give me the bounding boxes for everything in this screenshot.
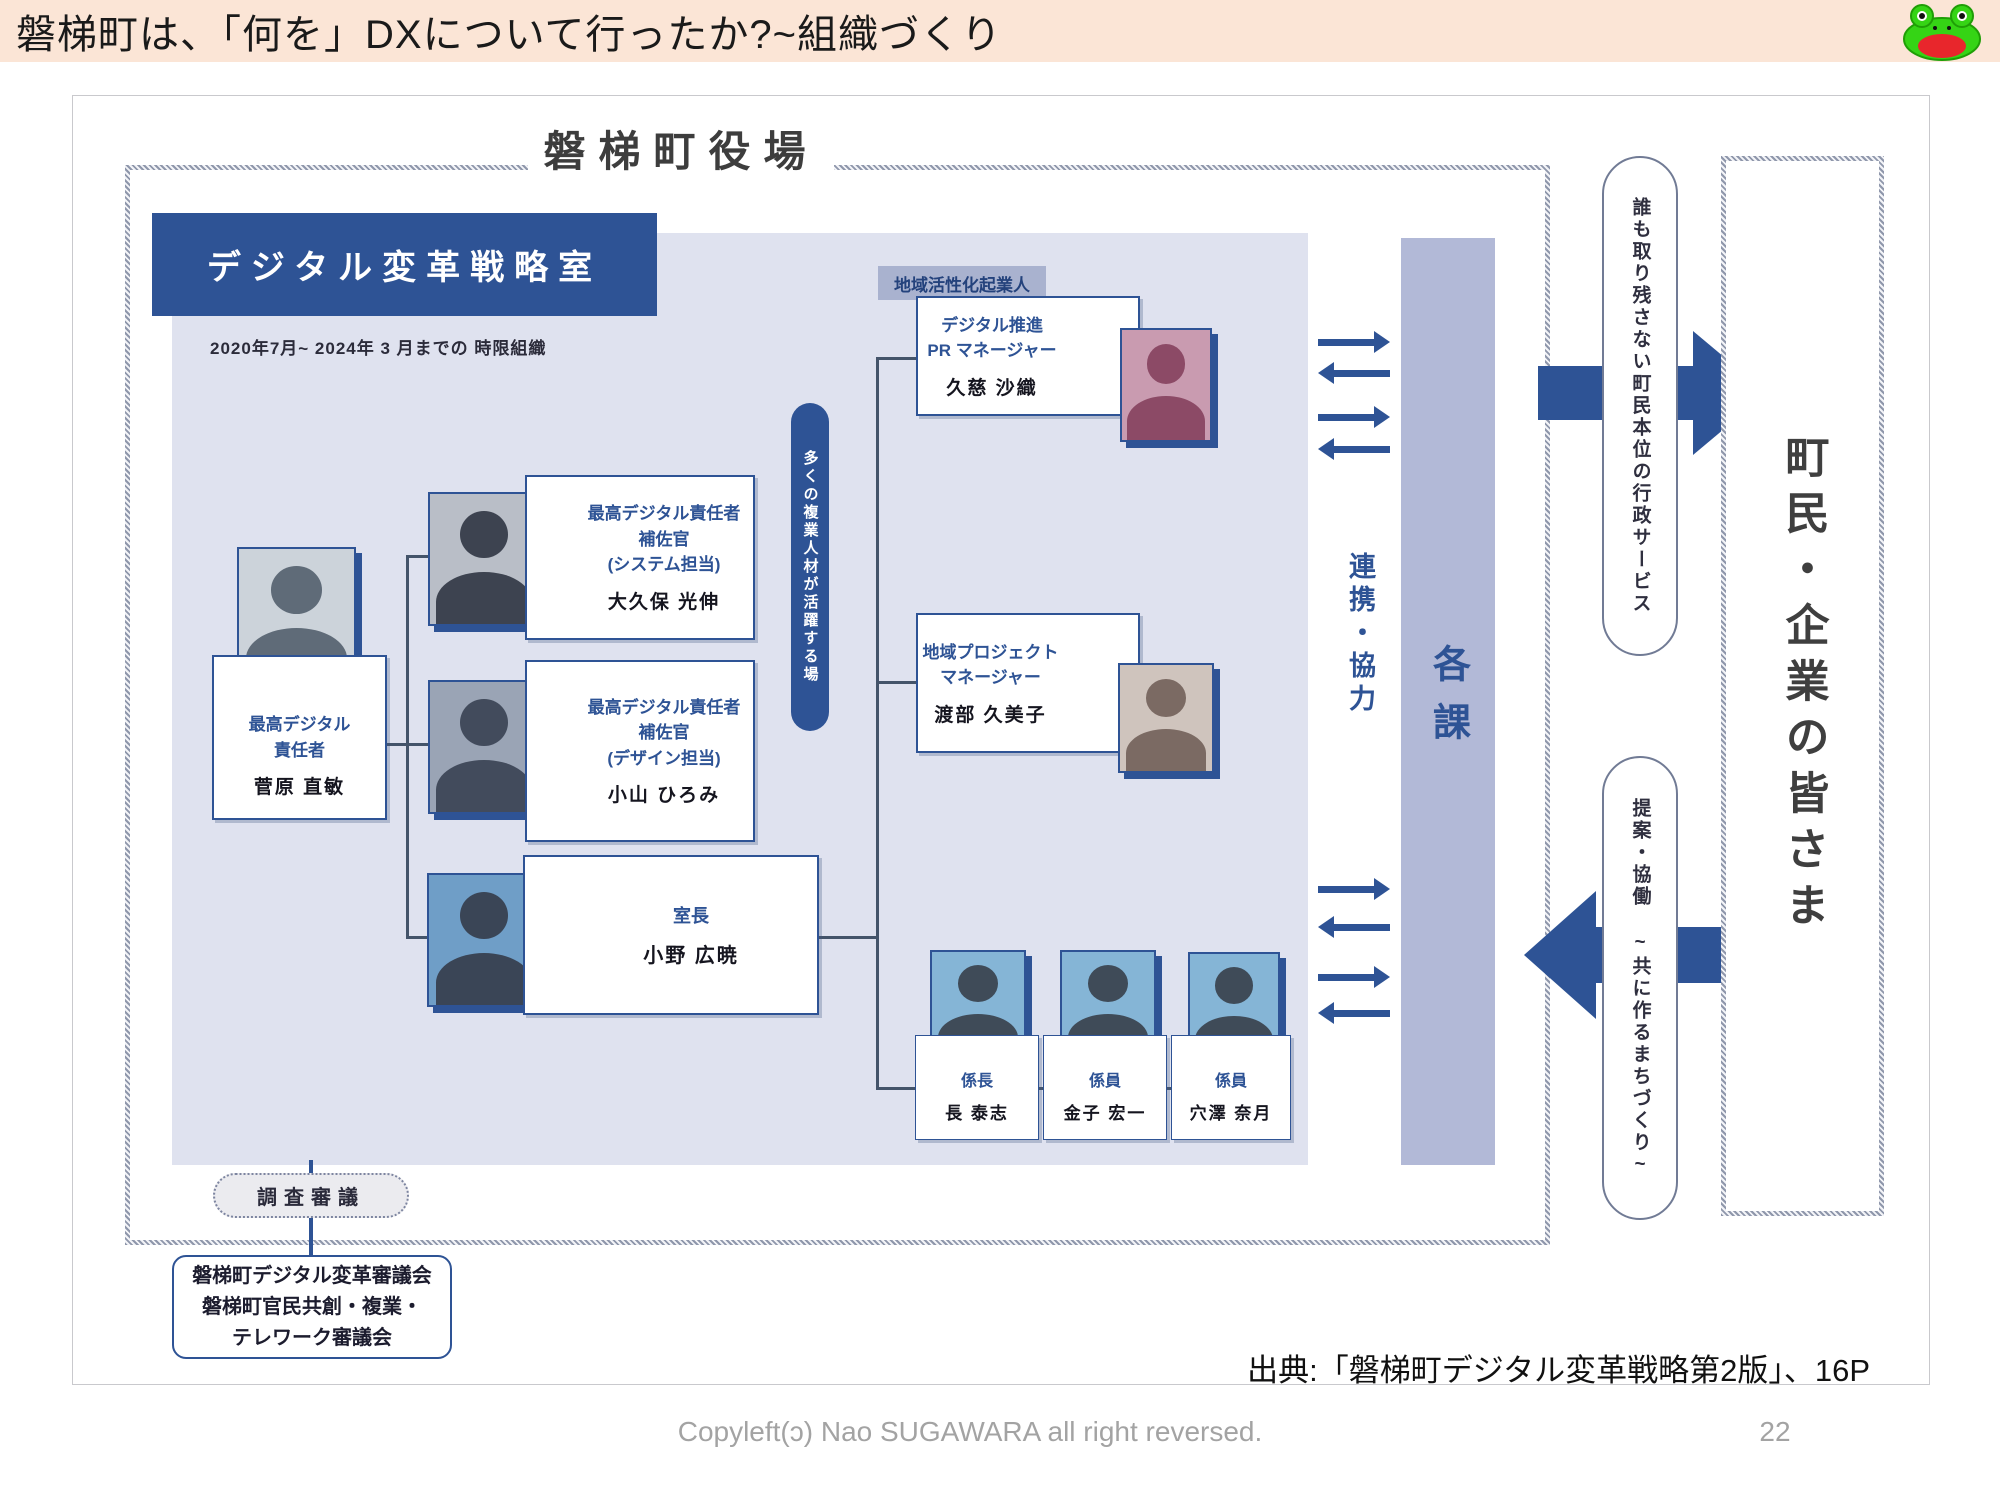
departments-label: 各課 [1426, 643, 1469, 760]
staff-box: 係員 金子 宏一 [1043, 1035, 1167, 1140]
slide-title: 磐梯町は、「何を」DXについて行ったか?~組織づくり [16, 13, 1002, 57]
pr-manager-box: デジタル推進 PR マネージャー 久慈 沙織 [916, 296, 1140, 416]
town-hall-title: 磐梯町役場 [528, 116, 834, 180]
footer-copyright: Copyleft(ɔ) Nao SUGAWARA all right rever… [677, 1416, 1263, 1447]
director-box: 室長 小野 広暁 [523, 855, 819, 1015]
pr-manager-name: 久慈 沙織 [946, 377, 1038, 399]
staff-name: 長 泰志 [945, 1103, 1009, 1123]
citizens-label: 町民・企業の皆さま [1778, 434, 1828, 938]
connector-line [879, 681, 918, 684]
proposal-pill: 提案・協働 ~共に作るまちづくり~ [1602, 756, 1678, 1220]
director-role: 室長 [673, 905, 709, 926]
connector-line [876, 357, 918, 360]
project-manager-name: 渡部 久美子 [934, 704, 1047, 726]
council-line [309, 1160, 313, 1174]
citizens-box: 町民・企業の皆さま [1721, 156, 1884, 1216]
staff-name: 金子 宏一 [1063, 1103, 1147, 1123]
slide-header: 磐梯町は、「何を」DXについて行ったか?~組織づくり [0, 0, 2000, 62]
council-box: 磐梯町デジタル変革審議会 磐梯町官民共創・複業・ テレワーク審議会 [172, 1255, 452, 1359]
pr-manager-role: デジタル推進 PR マネージャー [927, 315, 1057, 361]
strategy-room-title-box: デジタル変革戦略室 [152, 213, 657, 316]
flow-arrow-right [1318, 878, 1392, 900]
aide-system-role: 最高デジタル責任者 補佐官 (システム担当) [587, 504, 741, 575]
flow-arrow-right [1318, 966, 1392, 988]
aide-design-role: 最高デジタル責任者 補佐官 (デザイン担当) [587, 697, 741, 768]
photo-okubo [428, 492, 540, 626]
photo-kuji [1120, 328, 1212, 442]
connector-line [406, 556, 409, 939]
council-line [309, 1217, 313, 1257]
flow-arrow-left [1318, 1002, 1392, 1024]
connector-line [406, 555, 432, 558]
flow-arrow-right [1318, 406, 1392, 428]
connector-line [879, 1087, 917, 1090]
talent-pill: 多くの複業人材が活躍する場 [791, 403, 829, 731]
source-note: 出典:「磐梯町デジタル変革戦略第2版」、16P [1247, 1353, 1870, 1388]
departments-column: 各課 [1401, 238, 1495, 1165]
connector-line [876, 357, 879, 1090]
flow-arrow-left [1318, 362, 1392, 384]
staff-box: 係員 穴澤 奈月 [1171, 1035, 1291, 1140]
project-manager-role: 地域プロジェクト マネージャー [922, 642, 1059, 688]
cdo-role: 最高デジタル 責任者 [248, 715, 351, 760]
council-pill: 調査審議 [213, 1173, 409, 1218]
flow-arrow-right [1318, 331, 1392, 353]
staff-role: 係員 [1088, 1072, 1121, 1090]
strategy-room-period: 2020年7月~ 2024年 3 月までの 時限組織 [210, 339, 547, 358]
project-manager-box: 地域プロジェクト マネージャー 渡部 久美子 [916, 613, 1140, 753]
big-arrow-left-head [1524, 891, 1596, 1019]
aide-system-box: 最高デジタル責任者 補佐官 (システム担当) 大久保 光伸 [525, 475, 755, 640]
aide-design-box: 最高デジタル責任者 補佐官 (デザイン担当) 小山 ひろみ [525, 660, 755, 842]
page-number: 22 [1759, 1416, 1791, 1447]
frog-icon [1903, 4, 1981, 61]
connector-line [406, 936, 431, 939]
connector-line [387, 743, 432, 746]
flow-arrow-left [1318, 438, 1392, 460]
cooperation-label: 連携・協力 [1345, 552, 1375, 717]
connector-line [1038, 1087, 1046, 1090]
connector-line [1165, 1087, 1173, 1090]
connector-line [818, 936, 876, 939]
entrepreneur-tag: 地域活性化起業人 [878, 266, 1046, 300]
staff-role: 係員 [1214, 1072, 1247, 1090]
staff-box: 係長 長 泰志 [915, 1035, 1039, 1140]
photo-koyama [428, 680, 540, 814]
staff-name: 穴澤 奈月 [1189, 1103, 1273, 1123]
service-pill: 誰も取り残さない町民本位の行政サービス [1602, 156, 1678, 656]
staff-role: 係長 [960, 1072, 993, 1090]
cdo-name: 菅原 直敏 [253, 777, 346, 798]
aide-system-name: 大久保 光伸 [607, 591, 721, 613]
photo-ono [427, 873, 541, 1007]
director-name: 小野 広暁 [643, 944, 739, 967]
aide-design-name: 小山 ひろみ [607, 785, 721, 807]
flow-arrow-left [1318, 916, 1392, 938]
photo-watabe [1118, 663, 1214, 773]
cdo-box: 最高デジタル 責任者 菅原 直敏 [212, 655, 387, 820]
